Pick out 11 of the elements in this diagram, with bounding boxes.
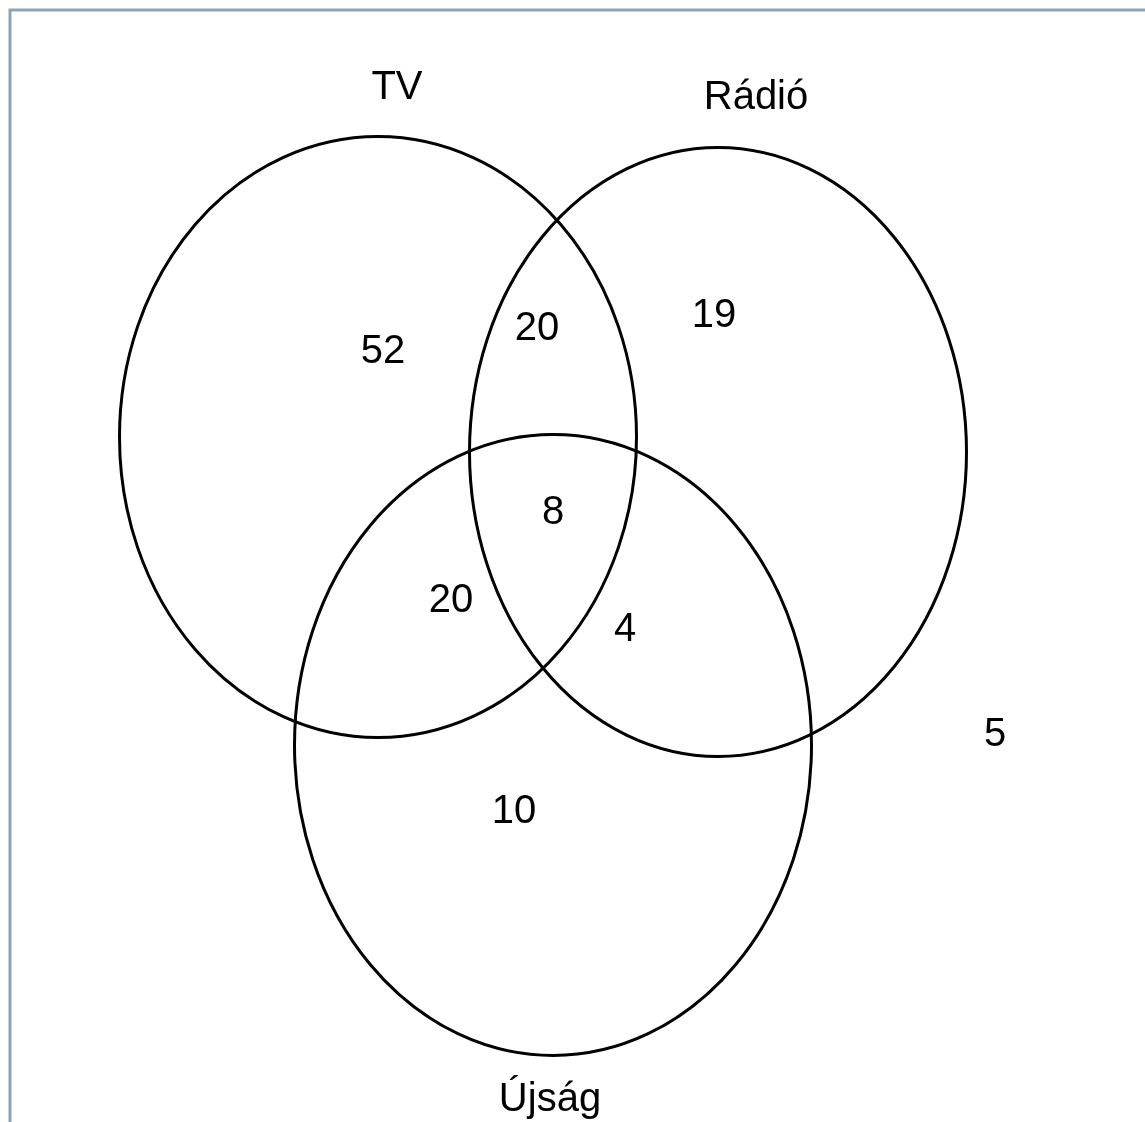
region-count: 20: [428, 578, 474, 618]
region-count: 19: [691, 293, 737, 333]
set-title: Rádió: [703, 75, 809, 115]
region-count: 20: [514, 306, 560, 346]
region-count: 10: [491, 789, 537, 829]
region-count: 52: [360, 329, 406, 369]
region-count: 8: [541, 490, 565, 530]
set-title: TV: [371, 65, 423, 105]
set-title: Újság: [498, 1077, 602, 1117]
region-count: 5: [983, 712, 1007, 752]
region-count: 4: [613, 607, 637, 647]
